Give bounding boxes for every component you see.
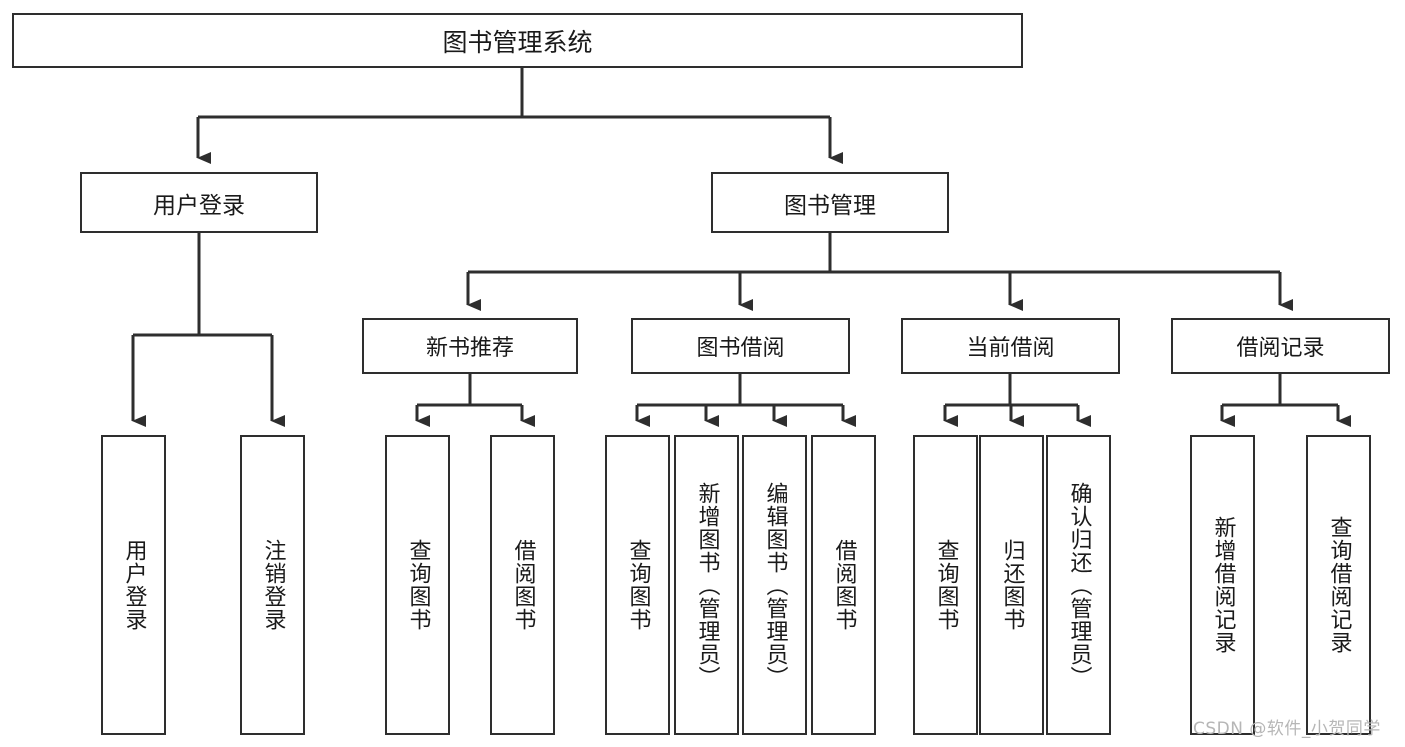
node-user-login[interactable]: 用户登录 [80, 172, 318, 233]
leaf-current-borrow-confirm-return-admin[interactable]: 确认归还（管理员） [1046, 435, 1111, 735]
node-label: 新增借阅记录 [1210, 516, 1236, 654]
node-label: 借阅图书 [510, 539, 536, 631]
node-book-borrowing[interactable]: 图书借阅 [631, 318, 850, 374]
node-label: 归还图书 [999, 539, 1025, 631]
leaf-current-borrow-query-book[interactable]: 查询图书 [913, 435, 978, 735]
leaf-book-borrow-borrow-book[interactable]: 借阅图书 [811, 435, 876, 735]
leaf-book-borrow-edit-book-admin[interactable]: 编辑图书（管理员） [742, 435, 807, 735]
node-root-book-management-system[interactable]: 图书管理系统 [12, 13, 1023, 68]
node-label: 注销登录 [260, 539, 286, 631]
node-label: 查询借阅记录 [1326, 516, 1352, 654]
node-label: 用户登录 [153, 192, 245, 219]
node-label: 图书管理 [784, 192, 876, 219]
leaf-new-book-query-book[interactable]: 查询图书 [385, 435, 450, 735]
node-current-borrowing[interactable]: 当前借阅 [901, 318, 1120, 374]
leaf-user-login-login[interactable]: 用户登录 [101, 435, 166, 735]
leaf-borrow-record-query-record[interactable]: 查询借阅记录 [1306, 435, 1371, 735]
node-label: 确认归还（管理员） [1066, 481, 1092, 689]
node-label: 用户登录 [121, 539, 147, 631]
csdn-watermark: CSDN @软件_小贺同学 [1193, 719, 1381, 739]
node-borrowing-record[interactable]: 借阅记录 [1171, 318, 1390, 374]
node-label: 图书管理系统 [442, 27, 593, 57]
leaf-borrow-record-add-record[interactable]: 新增借阅记录 [1190, 435, 1255, 735]
node-label: 借阅记录 [1236, 336, 1325, 361]
leaf-user-login-logout[interactable]: 注销登录 [240, 435, 305, 735]
node-label: 新增图书（管理员） [694, 481, 720, 689]
node-label: 新书推荐 [425, 336, 514, 361]
node-label: 编辑图书（管理员） [762, 481, 788, 689]
node-label: 查询图书 [405, 539, 431, 631]
node-new-book-recommendation[interactable]: 新书推荐 [362, 318, 578, 374]
node-label: 当前借阅 [966, 336, 1055, 361]
node-label: 查询图书 [933, 539, 959, 631]
node-label: 查询图书 [625, 539, 651, 631]
leaf-book-borrow-query-book[interactable]: 查询图书 [605, 435, 670, 735]
node-book-management[interactable]: 图书管理 [711, 172, 949, 233]
leaf-current-borrow-return-book[interactable]: 归还图书 [979, 435, 1044, 735]
leaf-book-borrow-add-book-admin[interactable]: 新增图书（管理员） [674, 435, 739, 735]
leaf-new-book-borrow-book[interactable]: 借阅图书 [490, 435, 555, 735]
node-label: 图书借阅 [696, 336, 785, 361]
node-label: 借阅图书 [831, 539, 857, 631]
